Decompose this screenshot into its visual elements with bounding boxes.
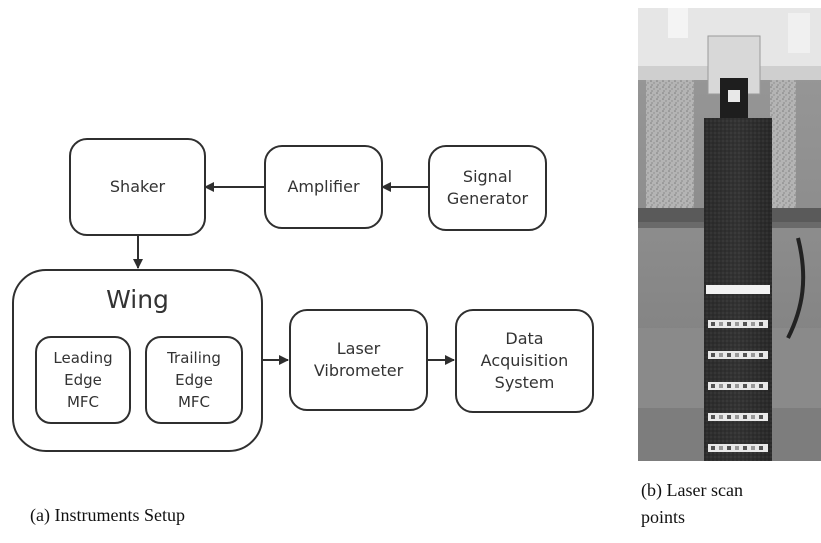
scan-point [719,322,723,326]
scan-point [743,446,747,450]
scan-point [751,322,755,326]
scan-point [743,384,747,388]
caption-instruments-setup: (a) Instruments Setup [30,505,185,525]
leading-edge-mfc-node: Leading Edge MFC [35,336,131,424]
right-column [770,80,796,210]
scan-point [727,384,731,388]
scan-point [719,384,723,388]
fixture-bracket-right [788,13,810,53]
scan-point [759,446,763,450]
scan-point [735,446,739,450]
wing-label: Wing [106,285,169,314]
scan-point [743,415,747,419]
scan-point [719,446,723,450]
scan-point [711,446,715,450]
clamp-bolt [728,90,740,102]
scan-point [727,446,731,450]
scan-point [743,353,747,357]
scan-point [711,384,715,388]
laser-scan-rows [708,320,768,452]
cable [786,237,806,339]
scan-point [759,353,763,357]
scan-point [735,322,739,326]
scan-point [751,415,755,419]
scan-point [735,415,739,419]
data-acquisition-node: Data Acquisition System [455,309,594,413]
scan-point [711,322,715,326]
scan-point [735,353,739,357]
scan-point [727,415,731,419]
wing-specimen-photo [638,8,821,461]
scan-point [751,446,755,450]
scan-point [719,415,723,419]
scan-point [743,322,747,326]
scan-point [759,415,763,419]
laser-vibrometer-node: Laser Vibrometer [289,309,428,411]
scan-point [751,353,755,357]
wing-white-band [706,285,770,294]
signal-generator-node: Signal Generator [428,145,547,231]
left-column [646,80,694,210]
shaker-node: Shaker [69,138,206,236]
scan-point [751,384,755,388]
caption-laser-scan-points: (b) Laser scan points [641,480,743,527]
trailing-edge-mfc-node: Trailing Edge MFC [145,336,243,424]
amplifier-node: Amplifier [264,145,383,229]
scan-point [727,353,731,357]
scan-point [759,322,763,326]
scan-point [759,384,763,388]
fixture-bracket-left [668,8,688,38]
scan-point [711,415,715,419]
scan-point [711,353,715,357]
scan-point [727,322,731,326]
scan-point [735,384,739,388]
scan-point [719,353,723,357]
